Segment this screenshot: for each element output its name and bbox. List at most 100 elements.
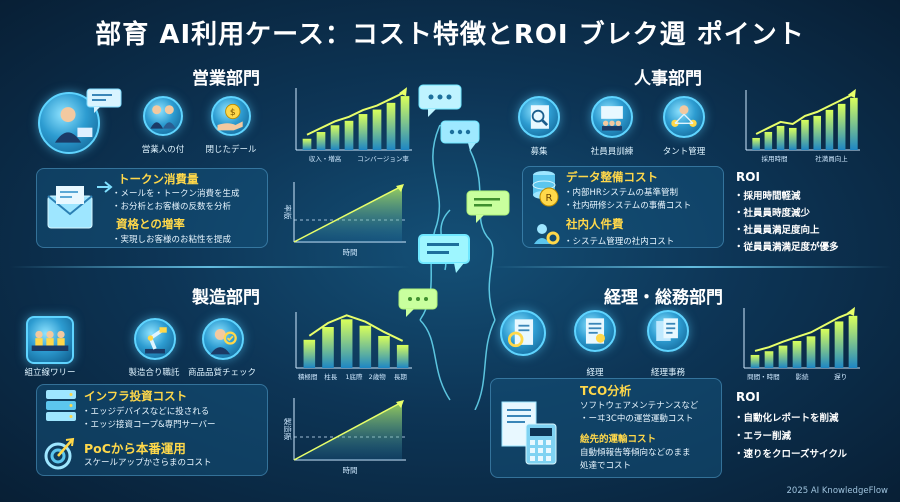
gear-document-icon [500,310,546,356]
bar [834,321,844,368]
mfg-cost-heading-1: インフラ投資コスト [84,389,188,403]
talent-network-icon [663,96,705,138]
cost-line [293,401,403,461]
bar [750,354,760,368]
chart-hr-bars: 採用時間社満員向上 [745,88,860,163]
icon-label-sales-2: 営業人の付 [141,145,185,155]
inspector-icon [202,318,244,360]
tick-label: 収入・増高 [309,154,342,163]
hr-cost-heading-1: データ整備コスト [566,170,658,184]
finance-cost-line-1: ソフトウェアメンテナンスなど [580,401,699,411]
finance-roi-item-2: ・エラー削減 [734,431,792,442]
finance-roi-title: ROI [736,390,760,404]
calculator-report-icon [500,400,560,466]
bar [302,138,312,150]
panel-sales-cost [36,168,268,248]
chart-sales-cost-curve: 時間 率版 [283,182,406,257]
bar [825,109,834,150]
bar [776,125,785,150]
bar [764,351,774,368]
bar [359,325,372,368]
bar [372,109,382,150]
currency-badge-icon: R [538,186,560,208]
y-axis-label: 率版 [283,205,293,220]
hr-roi-item-4: ・従員員満満足度が優多 [734,242,839,253]
x-axis-label: 時間 [343,248,358,257]
icon-label-hr-1: 募集 [530,147,548,157]
ledger-document-icon [574,310,616,352]
person-gear-icon [532,222,560,246]
hr-roi-title: ROI [736,170,760,184]
target-arrow-icon [44,436,76,470]
bar [752,137,760,150]
dept-title-mfg: 製造部門 [192,288,260,308]
bar [358,114,368,150]
bar [778,345,788,368]
chart-sales-bars: 収入・増高 コンバージョン率 [295,87,412,163]
hr-cost-heading-2: 社内人件費 [566,217,624,231]
robot-arm-icon [134,318,176,360]
cost-arrowhead [396,184,404,192]
bar [378,335,390,368]
chat-bubble-icon-3 [466,190,510,224]
tick-label: コンバージョン率 [357,154,409,163]
sales-cost-line-1: ・メールを・トークン消費を生成 [112,189,240,199]
bar [303,339,316,368]
y-axis-label: 製造販 [283,418,293,441]
divider-left [10,266,410,268]
bar [400,96,410,150]
sales-cost-heading-2: 資格との増率 [116,217,185,231]
tick-label: 問間・時間 [747,373,780,381]
bar [806,336,816,368]
cost-arrowhead [396,400,404,408]
hr-cost-line-2: ・社内研修システムの事備コスト [564,201,692,211]
icon-label-fin-2: 経理 [586,368,604,378]
trend-line [755,92,855,135]
money-hand-icon: $ [211,96,251,136]
tick-label: 遅り [834,373,847,381]
icon-label-sales-3: 閉じたデール [205,145,257,155]
hr-cost-line-1: ・内部HRシステムの基準管制 [564,188,679,198]
tick-label: 2歳物 [369,372,387,381]
server-rack-icon [44,388,78,424]
chat-bubble-icon-5 [398,288,438,318]
cost-line [293,185,403,243]
bar [850,97,858,150]
footer-credit: 2025 AI KnowledgeFlow [786,486,889,496]
finance-cost-heading-1: TCO分析 [580,384,632,398]
bar [396,344,409,368]
svg-text:$: $ [230,108,236,118]
mfg-cost-line-3: スケールアップかさらまのコスト [84,458,212,468]
tick-label: 長期 [394,373,408,381]
chat-bubble-icon-4 [418,234,470,274]
sales-cost-heading-1: トークン消費量 [118,172,199,186]
finance-cost-heading-2: 絵先的運輸コスト [580,434,657,445]
finance-roi-item-1: ・自動化レポートを削減 [734,413,839,424]
bar [848,315,858,368]
trend-arrowhead [399,87,407,97]
panel-mfg-cost [36,384,268,476]
sales-cost-line-3: ・実現しお客様のお粘性を提成 [112,235,232,245]
dept-title-hr: 人事部門 [634,69,702,89]
bar [322,326,334,368]
training-board-icon [591,96,633,138]
tick-label: 柱長 [324,372,338,381]
assembly-line-icon [26,316,74,364]
hr-roi-item-1: ・採用時間軽減 [734,191,801,202]
hr-roi-item-2: ・社員員時度減少 [734,208,811,219]
bar [813,115,822,150]
trend-arrowhead [847,88,856,98]
finance-cost-line-3: 自動傾報告等傾向などのまま [580,448,691,458]
mfg-cost-line-1: ・エッジデバイスなどに投される [82,407,210,417]
bar [764,131,773,150]
bar [344,120,354,150]
bar [316,132,326,150]
mfg-cost-line-2: ・エッジ接資コープ&専門サーバー [82,420,216,430]
dept-title-sales: 営業部門 [192,69,260,89]
trend-line [306,91,406,136]
icon-label-mfg-1: 組立線ワリー [24,368,76,378]
bar [837,103,846,150]
handshake-icon [143,96,183,136]
